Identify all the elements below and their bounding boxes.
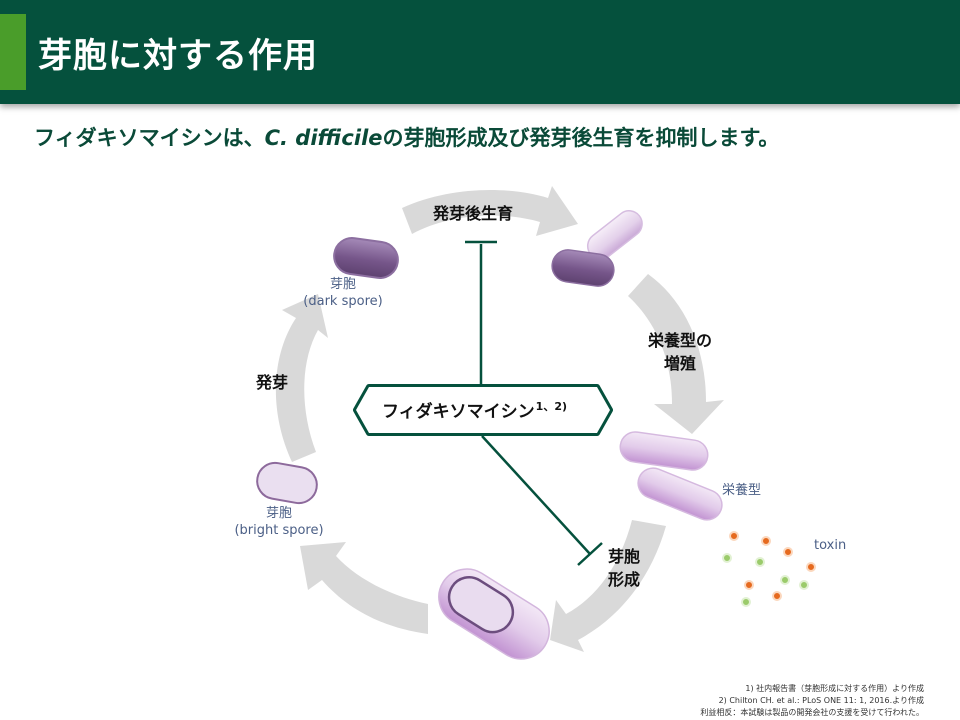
- toxin-dot: [799, 580, 809, 590]
- germinating-cell-icon: [551, 210, 643, 287]
- stage-vegetative-growth-line2: 増殖: [663, 354, 696, 373]
- sporulating-cell-icon: [438, 568, 550, 660]
- conflict-of-interest: 利益相反：本試験は製品の開発会社の支援を受けて行われた。: [700, 708, 924, 717]
- stage-outgrowth: 発芽後生育: [433, 204, 514, 223]
- reference-1: 1) 社内報告書（芽胞形成に対する作用）より作成: [745, 684, 924, 693]
- label-dark-spore-line2: (dark spore): [303, 294, 383, 309]
- cycle-arrow-top: [402, 186, 578, 236]
- reference-2: 2) Chilton CH. et al.: PLoS ONE 11: 1, 2…: [718, 696, 924, 705]
- drug-name: フィダキソマイシン1、2): [382, 397, 592, 422]
- stage-sporulation-line2: 形成: [607, 570, 640, 589]
- cycle-arrow-left: [275, 294, 328, 462]
- drug-badge: [353, 384, 613, 436]
- toxin-dot: [780, 575, 790, 585]
- stage-germination: 発芽: [256, 373, 289, 392]
- cycle-arrows: [275, 186, 724, 652]
- subtitle-after: の芽胞形成及び発芽後生育を抑制します。: [382, 126, 780, 150]
- header-bar: 芽胞に対する作用: [0, 0, 960, 104]
- bright-spore-icon: [256, 461, 318, 505]
- toxin-dot: [772, 591, 782, 601]
- toxin-dot: [729, 531, 739, 541]
- toxin-dot: [741, 597, 751, 607]
- label-dark-spore-line1: 芽胞: [329, 277, 356, 292]
- label-bright-spore-line1: 芽胞: [265, 506, 292, 521]
- subtitle-before: フィダキソマイシンは、: [34, 126, 265, 150]
- stage-vegetative-growth: 栄養型の 増殖: [640, 329, 720, 375]
- toxin-dot: [761, 536, 771, 546]
- slide-subtitle: フィダキソマイシンは、C. difficileの芽胞形成及び発芽後生育を抑制しま…: [34, 122, 779, 152]
- toxin-dot: [783, 547, 793, 557]
- label-bright-spore-line2: (bright spore): [234, 523, 324, 538]
- toxin-dot: [722, 553, 732, 563]
- vegetative-cell-icon: [619, 431, 723, 521]
- cycle-arrow-right: [628, 274, 724, 434]
- toxin-dot: [744, 580, 754, 590]
- inhibition-line-sporulation: [481, 435, 591, 555]
- dark-spore-icon: [333, 237, 399, 279]
- subtitle-organism: C. difficile: [264, 126, 383, 150]
- header-accent: [0, 14, 26, 90]
- toxin-dot: [806, 562, 816, 572]
- references: 1) 社内報告書（芽胞形成に対する作用）より作成 2) Chilton CH. …: [700, 683, 924, 719]
- cycle-arrow-bottom-right: [550, 520, 666, 652]
- label-vegetative: 栄養型: [722, 483, 762, 498]
- toxin-dot: [755, 557, 765, 567]
- stage-sporulation: 芽胞 形成: [602, 545, 646, 591]
- stage-vegetative-growth-line1: 栄養型の: [647, 331, 712, 350]
- inhibition-lines: [465, 240, 603, 566]
- label-toxin: toxin: [814, 538, 847, 553]
- page-title: 芽胞に対する作用: [38, 36, 318, 76]
- inhibition-bar-sporulation: [577, 542, 603, 566]
- label-bright-spore: 芽胞 (bright spore): [224, 505, 334, 539]
- cycle-arrow-bottom-left: [300, 542, 428, 634]
- drug-name-text: フィダキソマイシン: [382, 402, 535, 422]
- label-dark-spore: 芽胞 (dark spore): [288, 276, 398, 310]
- stage-sporulation-line1: 芽胞: [607, 547, 640, 566]
- drug-refs: 1、2): [535, 400, 568, 413]
